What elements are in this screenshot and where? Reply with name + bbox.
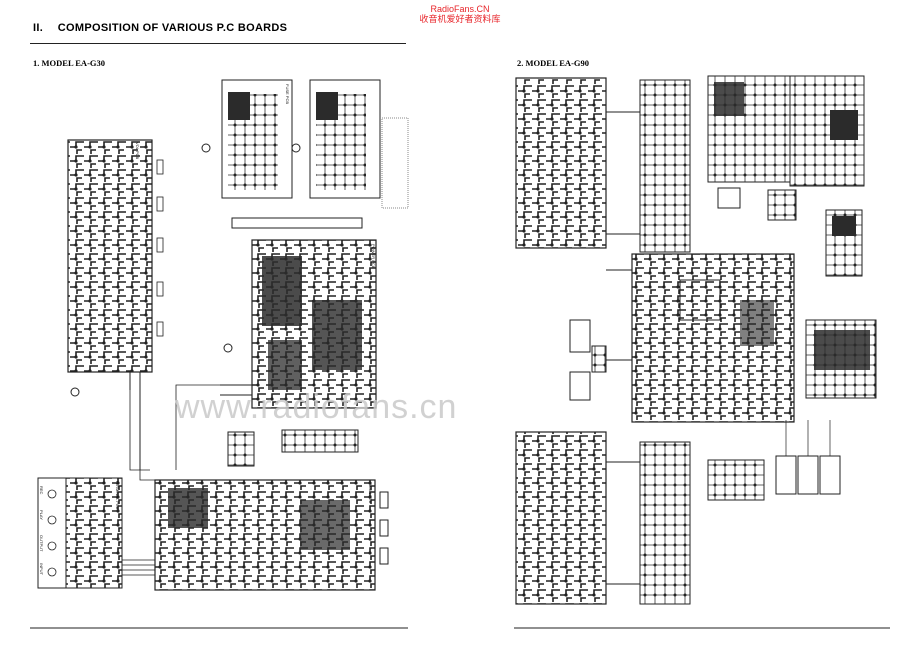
terminal-label-input: INPUT: [39, 563, 44, 575]
main-pcb: [154, 479, 389, 591]
fuse-pcb-label: FUSE PCB: [285, 84, 290, 105]
section-heading: II. COMPOSITION OF VARIOUS P.C BOARDS: [33, 22, 287, 34]
vol-pcb: [67, 139, 164, 470]
terminal-label-play: PLAY: [39, 510, 44, 520]
power-pcb-label: POWER PCB: [371, 244, 376, 269]
power-pcb: [220, 217, 377, 409]
small-pcbs: [227, 429, 359, 467]
watermark-top: RadioFans.CN 收音机爱好者资料库: [410, 4, 510, 24]
section-title: COMPOSITION OF VARIOUS P.C BOARDS: [57, 22, 288, 34]
fuse-pcb: [201, 79, 409, 209]
ea-g90-diagram: [515, 75, 877, 605]
terminal-pcb-label: TERMINAL PCB: [115, 480, 120, 510]
watermark-main: www.radiofans.cn: [175, 388, 458, 426]
section-number: II.: [33, 22, 44, 34]
watermark-site: RadioFans.CN: [430, 4, 490, 14]
model-label-left: 1. MODEL EA-G30: [33, 58, 106, 68]
terminal-label-output: OUTPUT: [39, 535, 44, 552]
terminal-pcb: [37, 477, 123, 589]
main-pcb-label: MAIN PCB: [368, 484, 373, 504]
model-label-right: 2. MODEL EA-G90: [517, 58, 590, 68]
watermark-site-cn: 收音机爱好者资料库: [419, 14, 501, 24]
vol-pcb-label: VOL PCB: [135, 142, 140, 160]
terminal-label-rec: REC: [39, 486, 44, 495]
header-rule-left: [30, 43, 406, 44]
